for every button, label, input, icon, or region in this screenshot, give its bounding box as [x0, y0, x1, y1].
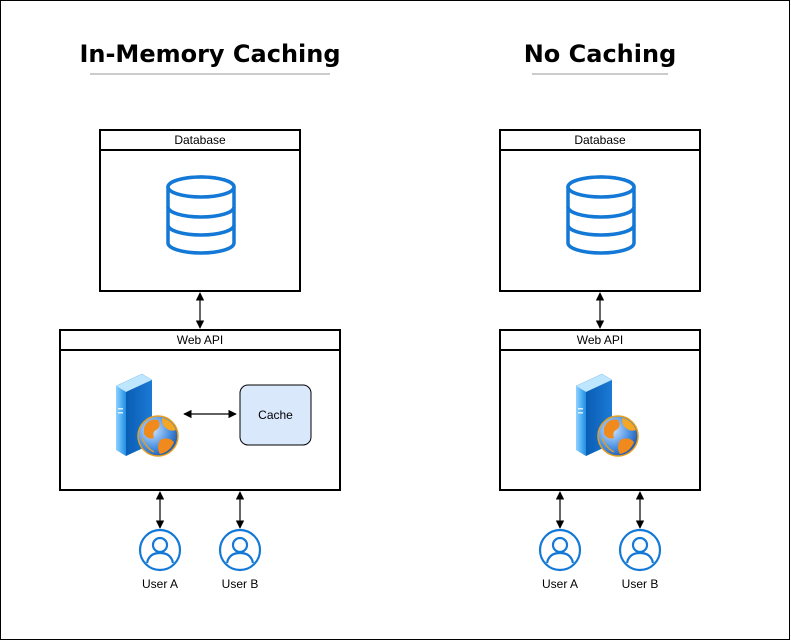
user-b[interactable]: User B	[218, 528, 262, 591]
user-a-label: User A	[142, 577, 178, 591]
web-api-box[interactable]: Web API Cache	[59, 329, 341, 491]
user-b-label: User B	[222, 577, 259, 591]
diagram-title: No Caching	[524, 40, 677, 68]
in-memory-caching-diagram: In-Memory Caching Database Web API Cache	[59, 40, 341, 591]
user-icon	[618, 528, 662, 572]
user-icon	[538, 528, 582, 572]
database-box[interactable]: Database	[99, 129, 301, 292]
diagram-title: In-Memory Caching	[79, 40, 340, 68]
web-api-label: Web API	[177, 333, 223, 347]
web-api-box[interactable]: Web API	[499, 329, 701, 491]
user-a[interactable]: User A	[138, 528, 182, 591]
cache-box[interactable]: Cache	[239, 384, 312, 446]
database-label: Database	[174, 133, 226, 147]
cache-label: Cache	[258, 408, 293, 422]
user-b[interactable]: User B	[618, 528, 662, 591]
no-caching-diagram: No Caching Database Web API User A User …	[499, 40, 701, 591]
database-label: Database	[574, 133, 626, 147]
database-icon	[166, 175, 236, 255]
web-api-label: Web API	[577, 333, 623, 347]
user-icon	[138, 528, 182, 572]
database-icon	[566, 175, 636, 255]
database-box[interactable]: Database	[499, 129, 701, 292]
user-a-label: User A	[542, 577, 578, 591]
user-b-label: User B	[622, 577, 659, 591]
user-icon	[218, 528, 262, 572]
user-a[interactable]: User A	[538, 528, 582, 591]
